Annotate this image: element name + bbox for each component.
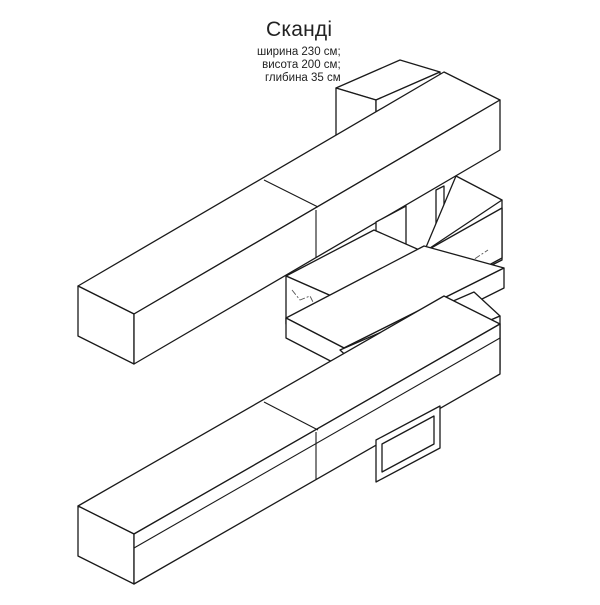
dimension-depth: глибина 35 см xyxy=(264,72,341,84)
dimensions-block: ширина 230 см; висота 200 см; глибина 35… xyxy=(257,46,341,85)
dimension-height: висота 200 см; xyxy=(262,59,341,71)
product-title: Сканді xyxy=(266,18,333,41)
bottom-open-box xyxy=(375,405,441,483)
bottom-long-shelf xyxy=(77,295,501,585)
upper-long-shelf xyxy=(77,71,501,365)
dimension-width: ширина 230 см; xyxy=(257,46,341,58)
